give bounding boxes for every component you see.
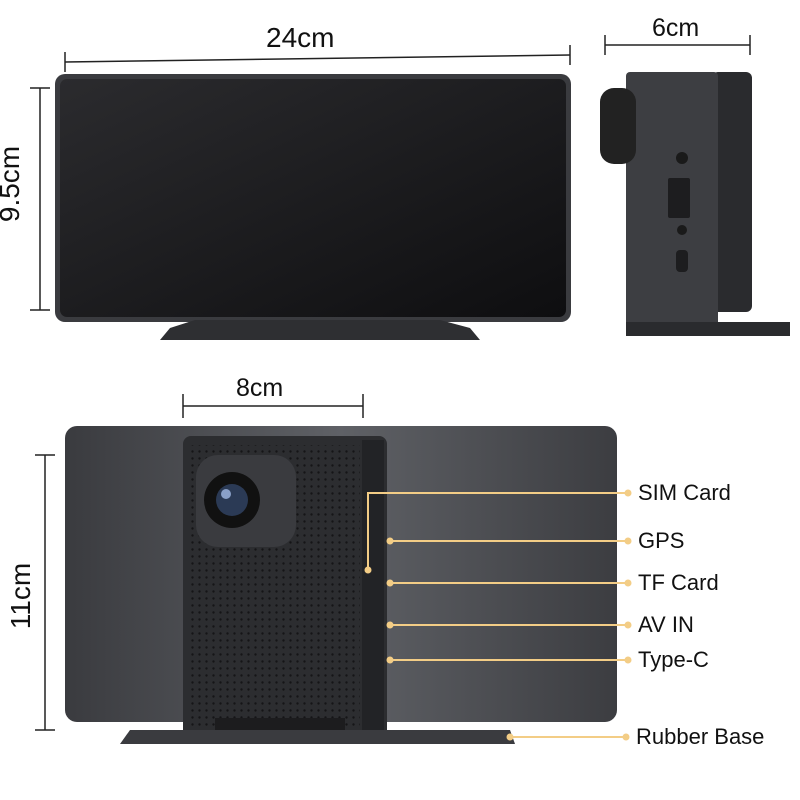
side-view <box>600 72 790 336</box>
back-height-dimension-line <box>35 454 55 731</box>
front-width-label: 24cm <box>266 22 335 53</box>
label-sim-card: SIM Card <box>638 480 731 505</box>
back-view <box>65 426 617 744</box>
back-height-label: 11cm <box>5 562 37 630</box>
callout-dots <box>364 489 632 741</box>
camera-width-dimension-line <box>182 394 364 418</box>
callout-lines <box>367 492 628 738</box>
label-gps: GPS <box>638 528 685 553</box>
label-av-in: AV IN <box>638 612 694 637</box>
label-tf-card: TF Card <box>638 570 719 595</box>
front-view <box>55 74 571 340</box>
label-rubber-base: Rubber Base <box>636 724 765 749</box>
front-height-label: 9.5cm <box>0 145 26 223</box>
height-dimension-line <box>30 87 50 311</box>
label-type-c: Type-C <box>638 647 709 672</box>
camera-width-label: 8cm <box>236 374 284 402</box>
width-dimension-line <box>64 45 571 72</box>
side-depth-label: 6cm <box>652 14 700 42</box>
depth-dimension-line <box>604 35 751 55</box>
